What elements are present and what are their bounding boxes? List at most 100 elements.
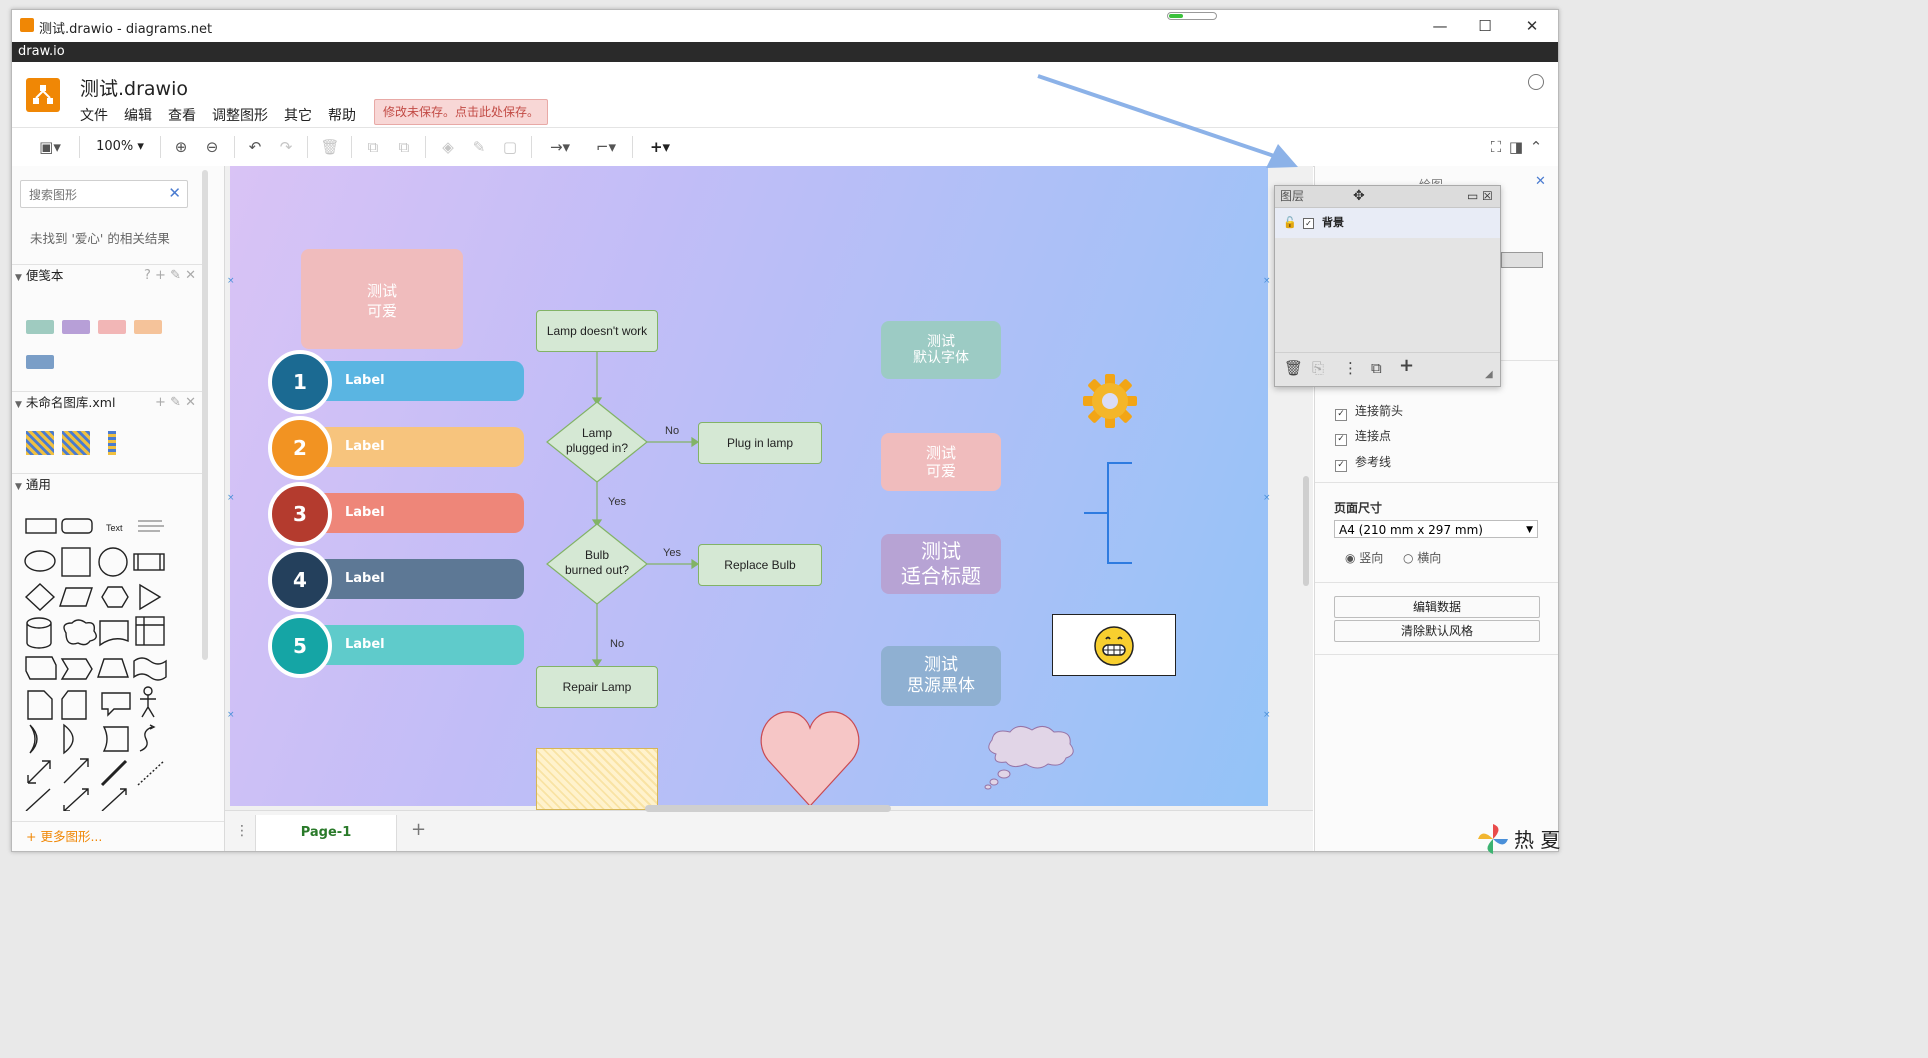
- shadow-icon[interactable]: ▢: [502, 138, 518, 156]
- fill-color-icon[interactable]: ◈: [442, 138, 454, 156]
- connection-style-icon[interactable]: →▾: [549, 138, 571, 156]
- delete-icon[interactable]: 🗑: [320, 138, 340, 156]
- tab-page-1[interactable]: Page-1: [255, 815, 397, 851]
- delete-layer-icon[interactable]: 🗑: [1284, 359, 1304, 377]
- unsaved-changes-button[interactable]: 修改未保存。点击此处保存。: [374, 99, 549, 125]
- number-circle-5[interactable]: 5: [268, 614, 332, 678]
- option-connection-arrows[interactable]: ✓连接箭头: [1335, 402, 1403, 421]
- clear-default-style-button[interactable]: 清除默认风格: [1334, 620, 1540, 642]
- option-guides[interactable]: ✓参考线: [1335, 453, 1391, 472]
- insert-plus-icon[interactable]: +▾: [649, 138, 671, 156]
- section-actions[interactable]: ? + ✎ ✕: [144, 268, 196, 283]
- scratch-item[interactable]: [26, 320, 54, 334]
- maximize-button[interactable]: ☐: [1478, 17, 1492, 35]
- waypoints-icon[interactable]: ⌐▾: [595, 138, 617, 156]
- canvas-hscrollbar[interactable]: [645, 805, 891, 812]
- general-shapes-grid[interactable]: Text: [22, 511, 182, 811]
- radio-portrait[interactable]: ◉ 竖向: [1345, 551, 1384, 565]
- flow-decision-bulb[interactable]: Bulb burned out?: [564, 548, 630, 577]
- library-item[interactable]: [108, 431, 116, 455]
- redo-icon[interactable]: ↷: [279, 138, 293, 156]
- fullscreen-icon[interactable]: ⛶: [1490, 138, 1502, 156]
- flow-replace-box[interactable]: Replace Bulb: [698, 544, 822, 586]
- option-connection-points[interactable]: ✓连接点: [1335, 427, 1391, 446]
- scratch-item[interactable]: [62, 320, 90, 334]
- resize-grip-icon[interactable]: ◢: [1485, 369, 1493, 380]
- layer-row[interactable]: 🔓 ✓ 背景: [1275, 208, 1500, 238]
- radio-landscape[interactable]: ○ 横向: [1403, 551, 1442, 565]
- to-back-icon[interactable]: ⧉: [398, 138, 410, 156]
- line-color-icon[interactable]: ✎: [472, 138, 486, 156]
- section-actions[interactable]: + ✎ ✕: [155, 395, 196, 410]
- list-item-bar-1[interactable]: Label: [310, 361, 524, 401]
- gear-icon[interactable]: [1082, 371, 1138, 431]
- clear-search-icon[interactable]: ✕: [168, 184, 181, 202]
- add-page-icon[interactable]: +: [411, 819, 427, 840]
- zoom-in-icon[interactable]: ⊕: [174, 138, 188, 156]
- flow-repair-box[interactable]: Repair Lamp: [536, 666, 658, 708]
- list-item-bar-3[interactable]: Label: [310, 493, 524, 533]
- flow-decision-plugged[interactable]: Lamp plugged in?: [565, 426, 629, 455]
- list-item-bar-5[interactable]: Label: [310, 625, 524, 665]
- menu-file[interactable]: 文件: [80, 108, 108, 124]
- page-size-select[interactable]: A4 (210 mm x 297 mm)▼: [1334, 520, 1538, 538]
- menu-arrange[interactable]: 调整图形: [212, 108, 268, 124]
- format-panel-icon[interactable]: ◨: [1508, 138, 1524, 156]
- close-format-icon[interactable]: ✕: [1535, 174, 1546, 189]
- tag-top-cute[interactable]: 测试 可爱: [301, 249, 463, 349]
- layer-name[interactable]: 背景: [1322, 216, 1344, 229]
- more-icon[interactable]: ⋮: [1343, 359, 1358, 377]
- section-library[interactable]: ▼未命名图库.xml+ ✎ ✕: [12, 391, 202, 414]
- edit-data-button[interactable]: 编辑数据: [1334, 596, 1540, 618]
- duplicate-layer-icon[interactable]: ⧉: [1371, 359, 1382, 377]
- scratch-item[interactable]: [98, 320, 126, 334]
- move-icon[interactable]: ✥: [1353, 188, 1365, 204]
- list-item-bar-2[interactable]: Label: [310, 427, 524, 467]
- more-shapes-button[interactable]: + 更多图形...: [12, 821, 224, 851]
- language-globe-icon[interactable]: [1528, 74, 1544, 90]
- section-general[interactable]: ▼通用: [12, 473, 202, 496]
- section-scratchpad[interactable]: ▼便笺本? + ✎ ✕: [12, 264, 202, 287]
- flow-start-box[interactable]: Lamp doesn't work: [536, 310, 658, 352]
- zoom-out-icon[interactable]: ⊖: [205, 138, 219, 156]
- zoom-select[interactable]: 100% ▾: [96, 139, 144, 154]
- sidebar-scrollbar[interactable]: [202, 170, 208, 660]
- number-circle-3[interactable]: 3: [268, 482, 332, 546]
- menu-extras[interactable]: 其它: [284, 108, 312, 124]
- menu-help[interactable]: 帮助: [328, 108, 356, 124]
- layer-visible-checkbox[interactable]: ✓: [1303, 218, 1314, 229]
- tag-source-han[interactable]: 测试 思源黑体: [881, 646, 1001, 706]
- diagram-canvas[interactable]: 测试 可爱 Label 1 Label 2 Label 3 Label 4 La…: [225, 166, 1313, 810]
- to-front-icon[interactable]: ⧉: [367, 138, 379, 156]
- file-name[interactable]: 测试.drawio: [80, 78, 188, 100]
- close-dialog-icon[interactable]: ☒: [1482, 189, 1493, 203]
- unlock-icon[interactable]: 🔓: [1283, 216, 1297, 229]
- minimize-dialog-icon[interactable]: ▭: [1467, 189, 1479, 203]
- heart-shape[interactable]: [760, 708, 860, 806]
- tag-title-font[interactable]: 测试 适合标题: [881, 534, 1001, 594]
- search-input[interactable]: [27, 183, 161, 207]
- number-circle-1[interactable]: 1: [268, 350, 332, 414]
- thought-cloud-shape[interactable]: [982, 724, 1078, 790]
- emoji-box[interactable]: [1052, 614, 1176, 676]
- undo-icon[interactable]: ↶: [248, 138, 262, 156]
- tag-cute[interactable]: 测试 可爱: [881, 433, 1001, 491]
- number-circle-2[interactable]: 2: [268, 416, 332, 480]
- add-layer-icon[interactable]: +: [1399, 355, 1415, 376]
- scratch-item[interactable]: [26, 355, 54, 369]
- close-button[interactable]: ✕: [1525, 17, 1539, 35]
- library-item[interactable]: [62, 431, 90, 455]
- menu-view[interactable]: 查看: [168, 108, 196, 124]
- search-shapes-field[interactable]: ✕: [20, 180, 188, 208]
- library-item[interactable]: [26, 431, 54, 455]
- canvas-vscrollbar[interactable]: [1303, 476, 1309, 586]
- flow-plug-box[interactable]: Plug in lamp: [698, 422, 822, 464]
- diagram-page[interactable]: 测试 可爱 Label 1 Label 2 Label 3 Label 4 La…: [227, 166, 1271, 810]
- scratch-item[interactable]: [134, 320, 162, 334]
- collapse-icon[interactable]: ⌃: [1529, 138, 1543, 156]
- list-item-bar-4[interactable]: Label: [310, 559, 524, 599]
- layers-header[interactable]: 图层 ✥ ▭ ☒: [1275, 186, 1500, 208]
- menu-edit[interactable]: 编辑: [124, 108, 152, 124]
- panel-toggle-icon[interactable]: ▣▾: [39, 138, 61, 156]
- move-selection-icon[interactable]: ⎘: [1312, 359, 1325, 377]
